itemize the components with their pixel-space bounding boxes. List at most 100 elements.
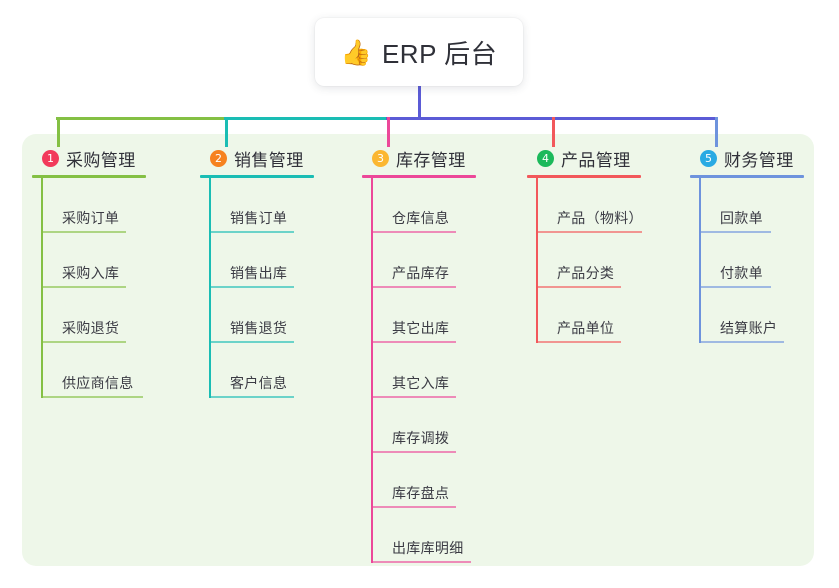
branch-item[interactable]: 销售订单 [209,178,314,233]
branch-column-3: 3 库存管理仓库信息产品库存其它出库其它入库库存调拨库存盘点出库库明细 [362,146,476,563]
branch-column-4: 4 产品管理产品（物料） 产品分类产品单位 [527,146,643,343]
branch-title: 采购管理 [66,150,136,170]
branch-title: 产品管理 [561,150,631,170]
branch-item-label: 产品单位 [557,320,615,336]
branch-item-underline [209,286,294,288]
branch-item-label: 其它入库 [392,375,450,391]
branch-item-label: 回款单 [720,210,763,226]
branch-item-label: 付款单 [720,265,763,281]
branch-header-2[interactable]: 2 销售管理 [200,146,314,170]
branch-drop-3 [387,117,390,147]
bus-segment-3 [386,117,716,120]
branch-underline [527,175,641,178]
branch-item[interactable]: 销售出库 [209,233,314,288]
branch-item-underline [41,286,126,288]
branch-item-underline [371,561,471,563]
branch-item-underline [371,506,456,508]
branch-number-badge: 2 [210,149,227,167]
branch-vertical-stem [371,178,373,563]
branch-item-label: 供应商信息 [62,375,134,391]
branch-item-underline [699,341,784,343]
branch-item[interactable]: 付款单 [699,233,804,288]
branch-item[interactable]: 仓库信息 [371,178,476,233]
branch-vertical-stem [536,178,538,343]
branch-underline [690,175,804,178]
branch-number-badge: 5 [700,149,717,167]
branch-item-underline [209,396,294,398]
branch-item-label: 销售订单 [230,210,288,226]
branch-title: 销售管理 [234,150,304,170]
branch-item-underline [536,286,621,288]
branch-item[interactable]: 其它入库 [371,343,476,398]
branch-item-underline [371,396,456,398]
branch-item[interactable]: 其它出库 [371,288,476,343]
branch-item-label: 产品库存 [392,265,450,281]
root-connector-stem [418,86,421,120]
root-node-erp-backend[interactable]: 👍 ERP 后台 [315,18,523,86]
branch-item[interactable]: 出库库明细 [371,508,476,563]
diagram-background-panel [22,134,814,566]
branch-items: 销售订单销售出库销售退货客户信息 [209,178,314,398]
branch-item-label: 仓库信息 [392,210,450,226]
branch-item-underline [371,286,456,288]
branch-underline [200,175,314,178]
branch-item-underline [536,231,642,233]
branch-vertical-stem [41,178,43,398]
branch-item-label: 库存调拨 [392,430,450,446]
branch-item[interactable]: 产品单位 [536,288,643,343]
branch-item[interactable]: 采购退货 [41,288,146,343]
branch-item[interactable]: 结算账户 [699,288,804,343]
branch-item[interactable]: 库存调拨 [371,398,476,453]
branch-item[interactable]: 采购订单 [41,178,146,233]
branch-drop-5 [715,117,718,147]
root-node-title: ERP 后台 [381,38,498,69]
branch-items: 采购订单采购入库采购退货供应商信息 [41,178,146,398]
branch-item[interactable]: 回款单 [699,178,804,233]
branch-drop-2 [225,117,228,147]
branch-item-label: 结算账户 [720,320,778,336]
branch-item[interactable]: 采购入库 [41,233,146,288]
branch-item-label: 产品分类 [557,265,615,281]
branch-item-underline [209,231,294,233]
branch-column-2: 2 销售管理销售订单销售出库销售退货客户信息 [200,146,314,398]
branch-item[interactable]: 客户信息 [209,343,314,398]
branch-item-underline [371,451,456,453]
branch-item-label: 产品（物料） [557,210,643,226]
branch-item-label: 采购入库 [62,265,120,281]
branch-item-underline [371,341,456,343]
branch-header-4[interactable]: 4 产品管理 [527,146,643,170]
branch-number-badge: 3 [372,149,389,167]
branch-number-badge: 4 [537,149,554,167]
branch-item-label: 库存盘点 [392,485,450,501]
branch-underline [32,175,146,178]
branch-item-underline [41,396,143,398]
branch-item-underline [371,231,456,233]
branch-underline [362,175,476,178]
branch-item[interactable]: 产品分类 [536,233,643,288]
branch-item-underline [699,286,771,288]
branch-drop-1 [57,117,60,147]
branch-column-1: 1 采购管理采购订单采购入库采购退货供应商信息 [32,146,146,398]
branch-header-5[interactable]: 5 财务管理 [690,146,804,170]
branch-item[interactable]: 产品库存 [371,233,476,288]
branch-title: 库存管理 [396,150,466,170]
branch-item-underline [536,341,621,343]
branch-item-label: 采购退货 [62,320,120,336]
branch-number-badge: 1 [42,149,59,167]
branch-item-underline [209,341,294,343]
branch-item-underline [41,341,126,343]
branch-items: 仓库信息产品库存其它出库其它入库库存调拨库存盘点出库库明细 [371,178,476,563]
branch-item[interactable]: 销售退货 [209,288,314,343]
branch-drop-4 [552,117,555,147]
branch-item[interactable]: 供应商信息 [41,343,146,398]
branch-title: 财务管理 [724,150,794,170]
branch-item[interactable]: 库存盘点 [371,453,476,508]
branch-header-3[interactable]: 3 库存管理 [362,146,476,170]
branch-header-1[interactable]: 1 采购管理 [32,146,146,170]
branch-item-label: 其它出库 [392,320,450,336]
branch-vertical-stem [699,178,701,343]
thumbs-up-icon: 👍 [340,38,372,67]
branch-item[interactable]: 产品（物料） [536,178,643,233]
bus-segment-2 [224,117,386,120]
